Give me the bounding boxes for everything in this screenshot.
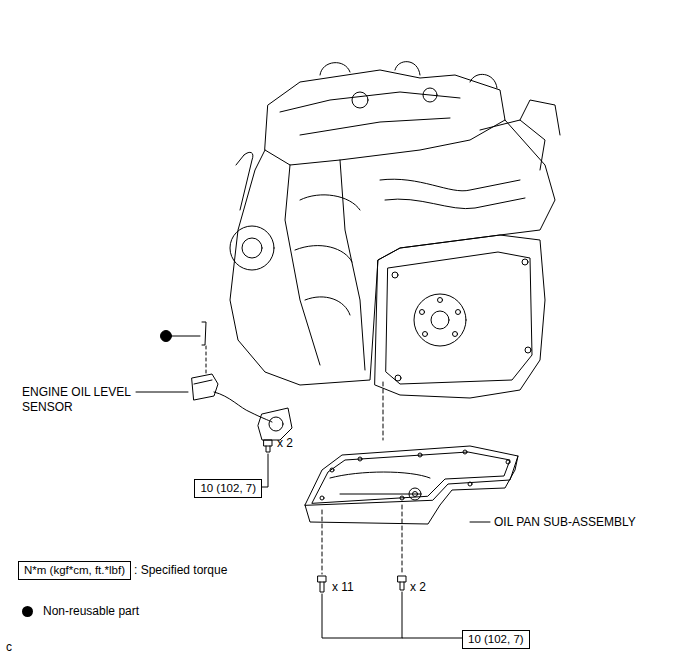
torque-box: 10 (102, 7) (194, 479, 262, 498)
legend-dot (22, 606, 33, 617)
quantity: x 11 (332, 580, 354, 595)
part-name: OIL PAN SUB-ASSEMBLY (494, 515, 636, 530)
torque-value: 10 (102, 7) (200, 481, 256, 496)
legend-note: : Specified torque (134, 563, 227, 578)
quantity: x 2 (277, 436, 293, 451)
figure-code: c (6, 640, 12, 655)
part-name: ENGINE OIL LEVEL SENSOR (22, 385, 140, 415)
torque-box: 10 (102, 7) (462, 630, 530, 649)
torque-value: N*m (kgf*cm, ft.*lbf) (24, 563, 125, 578)
torque-value: 10 (102, 7) (468, 632, 524, 647)
quantity: x 2 (410, 580, 426, 595)
torque-legend-box: N*m (kgf*cm, ft.*lbf) (18, 561, 131, 580)
legend-entry: Non-reusable part (22, 604, 139, 619)
legend-text: Non-reusable part (43, 604, 139, 619)
